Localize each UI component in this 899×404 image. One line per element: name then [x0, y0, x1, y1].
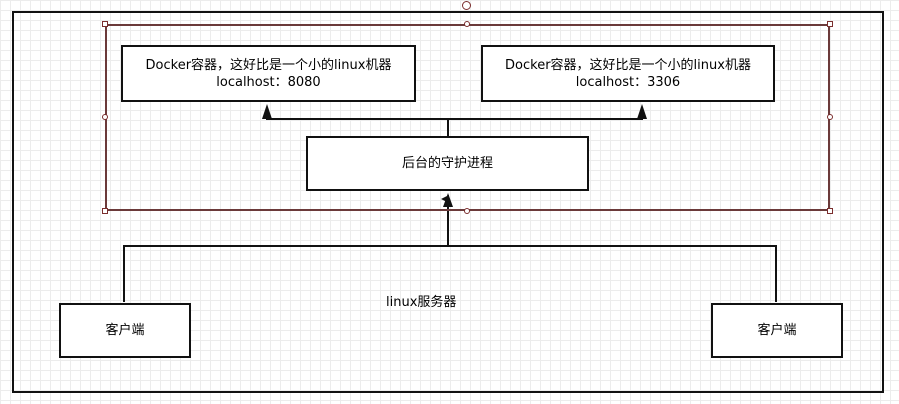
client-left-label: 客户端 [105, 323, 145, 338]
resize-handle-bottom-right[interactable] [827, 208, 833, 214]
resize-handle-right[interactable] [827, 114, 833, 120]
arrow-to-container-b [637, 104, 647, 119]
daemon-label: 后台的守护进程 [401, 156, 493, 171]
resize-handle-bottom-left[interactable] [102, 208, 108, 214]
resize-handle-top-right[interactable] [827, 21, 833, 27]
arrow-to-daemon [443, 193, 453, 207]
resize-handle-top[interactable] [464, 21, 470, 27]
docker-container-b[interactable]: Docker容器，这好比是一个小的linux机器 localhost：3306 [481, 45, 775, 102]
client-right-label: 客户端 [757, 323, 797, 338]
daemon-process-box[interactable]: 后台的守护进程 [306, 136, 589, 191]
client-left-box[interactable]: 客户端 [59, 303, 191, 358]
resize-handle-bottom[interactable] [464, 208, 470, 214]
linux-server-frame [12, 11, 884, 393]
arrow-to-container-a [262, 104, 272, 119]
container-b-address: localhost：3306 [575, 74, 681, 90]
container-a-title: Docker容器，这好比是一个小的linux机器 [145, 57, 392, 73]
rotate-handle-icon[interactable] [462, 1, 471, 10]
docker-container-a[interactable]: Docker容器，这好比是一个小的linux机器 localhost：8080 [121, 45, 416, 102]
resize-handle-top-left[interactable] [102, 21, 108, 27]
resize-handle-left[interactable] [102, 114, 108, 120]
client-right-box[interactable]: 客户端 [711, 303, 843, 358]
container-b-title: Docker容器，这好比是一个小的linux机器 [505, 57, 751, 73]
container-a-address: localhost：8080 [216, 74, 321, 90]
server-label: linux服务器 [386, 295, 457, 310]
client-connector [123, 199, 777, 302]
